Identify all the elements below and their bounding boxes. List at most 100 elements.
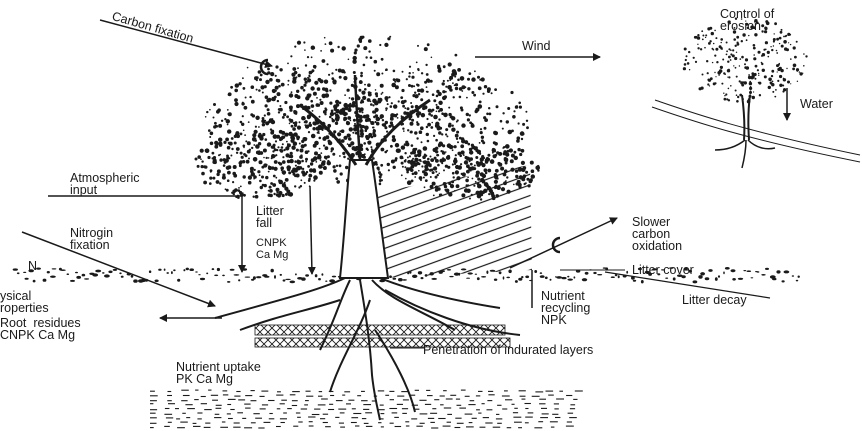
foliage-dot	[282, 116, 285, 119]
litter-decay-label: Litter decay	[682, 294, 747, 306]
foliage-dot	[304, 120, 307, 123]
litter-speck	[285, 279, 291, 280]
foliage-dot	[317, 104, 320, 107]
foliage-dot	[271, 157, 273, 159]
foliage-dot	[510, 159, 514, 163]
foliage-dot	[343, 71, 345, 73]
foliage-dot	[414, 154, 417, 157]
foliage-dot	[432, 171, 435, 174]
foliage-dot	[355, 132, 357, 134]
foliage-dot	[693, 57, 695, 59]
foliage-dot	[240, 121, 243, 124]
foliage-dot	[212, 157, 214, 159]
foliage-dot	[303, 84, 306, 87]
foliage-dot	[522, 133, 525, 136]
foliage-dot	[414, 131, 417, 134]
foliage-dot	[195, 158, 198, 161]
litter-speck	[206, 273, 208, 275]
foliage-dot	[380, 84, 384, 88]
foliage-dot	[341, 139, 345, 143]
foliage-dot	[360, 119, 363, 122]
foliage-dot	[250, 167, 254, 171]
foliage-dot	[289, 123, 291, 125]
litter-speck	[177, 279, 180, 282]
litter-speck	[50, 276, 56, 278]
foliage-dot	[479, 79, 481, 81]
foliage-dot	[247, 67, 249, 69]
foliage-dot	[357, 44, 360, 47]
foliage-dot	[242, 115, 244, 117]
foliage-dot	[465, 179, 469, 183]
foliage-dot	[343, 76, 347, 80]
foliage-dot	[227, 113, 229, 115]
foliage-dot	[302, 168, 304, 170]
foliage-dot	[526, 178, 529, 181]
foliage-dot	[325, 93, 330, 98]
foliage-dot	[313, 180, 315, 182]
foliage-dot	[397, 117, 399, 119]
foliage-dot	[728, 56, 731, 59]
foliage-dot	[479, 161, 483, 165]
foliage-dot	[260, 186, 263, 189]
foliage-dot	[502, 112, 504, 114]
foliage-dot	[715, 37, 717, 39]
foliage-dot	[720, 66, 723, 69]
foliage-dot	[494, 88, 497, 91]
foliage-dot	[401, 162, 404, 165]
foliage-dot	[314, 65, 317, 68]
foliage-dot	[493, 154, 497, 158]
foliage-dot	[768, 86, 771, 89]
litter-speck	[784, 270, 790, 273]
foliage-dot	[379, 183, 382, 186]
foliage-dot	[294, 185, 296, 187]
foliage-dot	[401, 115, 403, 117]
foliage-dot	[455, 134, 459, 138]
foliage-dot	[197, 155, 201, 159]
foliage-dot	[467, 87, 470, 90]
foliage-dot	[228, 93, 231, 96]
foliage-dot	[448, 107, 450, 109]
foliage-dot	[412, 173, 415, 176]
litter-speck	[431, 278, 437, 280]
litter-speck	[290, 281, 296, 284]
foliage-dot	[437, 174, 439, 176]
foliage-dot	[448, 62, 452, 66]
foliage-dot	[416, 62, 418, 64]
foliage-dot	[774, 22, 777, 25]
foliage-dot	[326, 63, 328, 65]
foliage-dot	[724, 95, 725, 96]
foliage-dot	[480, 131, 483, 134]
foliage-dot	[301, 149, 303, 151]
foliage-dot	[386, 150, 388, 152]
litter-speck	[738, 278, 743, 280]
foliage-dot	[281, 131, 285, 135]
foliage-dot	[278, 108, 281, 111]
foliage-dot	[303, 89, 306, 92]
foliage-dot	[442, 151, 444, 153]
foliage-dot	[311, 134, 316, 139]
foliage-dot	[287, 63, 289, 65]
foliage-dot	[525, 111, 527, 113]
foliage-dot	[440, 142, 443, 145]
foliage-dot	[271, 97, 276, 102]
foliage-dot	[354, 49, 357, 52]
foliage-dot	[296, 90, 299, 93]
litter-speck	[743, 270, 746, 271]
foliage-dot	[416, 137, 418, 139]
foliage-dot	[268, 157, 270, 159]
foliage-dot	[353, 119, 356, 122]
foliage-dot	[726, 54, 728, 56]
foliage-dot	[794, 47, 795, 48]
foliage-dot	[404, 166, 406, 168]
foliage-dot	[764, 75, 767, 78]
foliage-dot	[444, 189, 446, 191]
foliage-dot	[320, 50, 322, 52]
litter-speck	[82, 274, 86, 277]
foliage-dot	[445, 91, 447, 93]
foliage-dot	[368, 119, 371, 122]
foliage-dot	[495, 169, 499, 173]
foliage-dot	[762, 69, 765, 72]
foliage-dot	[247, 150, 251, 154]
foliage-dot	[421, 141, 423, 143]
foliage-dot	[741, 40, 743, 42]
